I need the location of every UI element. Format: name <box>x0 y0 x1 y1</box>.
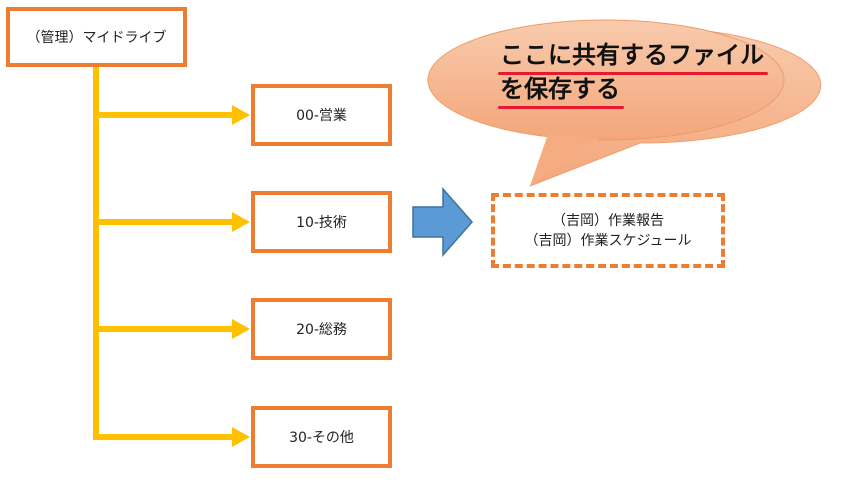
arrowhead-30 <box>232 427 250 447</box>
right-block-arrow <box>412 187 473 257</box>
root-folder-label: （管理）マイドライブ <box>26 30 167 46</box>
connector-arrowheads <box>232 105 250 447</box>
callout-line-2: を保存する <box>498 72 624 109</box>
folder-box-30[interactable]: 30-その他 <box>251 406 392 468</box>
folder-box-00[interactable]: 00-営業 <box>251 84 392 146</box>
tree-connector <box>93 67 233 440</box>
arrowhead-10 <box>232 212 250 232</box>
folder-label: 00-営業 <box>296 108 347 124</box>
file-item[interactable]: （吉岡）作業報告 <box>552 212 664 229</box>
folder-label: 20-総務 <box>296 322 347 338</box>
callout-text: ここに共有するファイル を保存する <box>498 38 800 109</box>
folder-box-10[interactable]: 10-技術 <box>251 191 392 253</box>
folder-box-20[interactable]: 20-総務 <box>251 298 392 360</box>
root-folder-box[interactable]: （管理）マイドライブ <box>6 7 187 67</box>
callout-tail <box>530 134 600 186</box>
arrowhead-00 <box>232 105 250 125</box>
shared-files-box[interactable]: （吉岡）作業報告 （吉岡）作業スケジュール <box>491 193 725 268</box>
callout-line-1: ここに共有するファイル <box>498 38 768 75</box>
callout-ellipse <box>427 19 785 141</box>
arrowhead-20 <box>232 319 250 339</box>
folder-label: 30-その他 <box>289 430 354 446</box>
folder-label: 10-技術 <box>296 215 347 231</box>
file-item[interactable]: （吉岡）作業スケジュール <box>524 232 692 249</box>
